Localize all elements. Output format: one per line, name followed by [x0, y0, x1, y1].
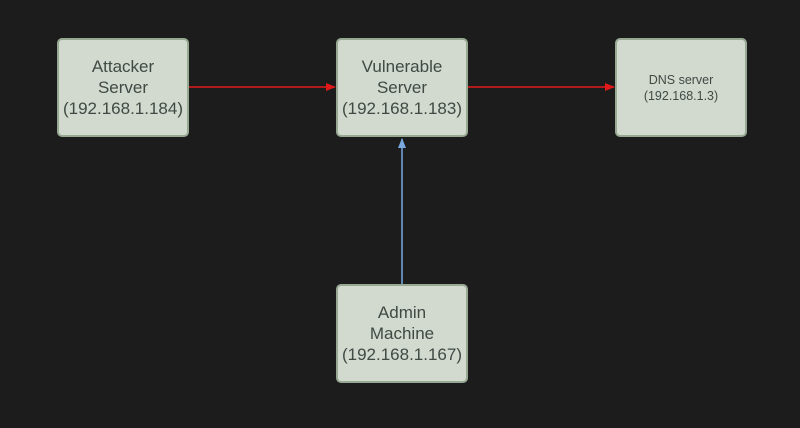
node-label-line1: Attacker [91, 57, 155, 76]
node-label-line1: Admin [377, 303, 427, 322]
node-label-line2: Server [376, 78, 428, 97]
node-label-line1: DNS server [648, 72, 714, 87]
node-label-line2: Server [97, 78, 149, 97]
node-label-line2: Machine [369, 324, 435, 343]
node-label-line1: Vulnerable [361, 57, 443, 76]
node-attacker-server[interactable]: Attacker Server (192.168.1.184) [57, 38, 189, 137]
node-ip: (192.168.1.167) [341, 345, 463, 364]
node-ip: (192.168.1.184) [62, 99, 184, 118]
node-ip: (192.168.1.183) [341, 99, 463, 118]
node-dns-server[interactable]: DNS server (192.168.1.3) [615, 38, 747, 137]
node-vulnerable-server[interactable]: Vulnerable Server (192.168.1.183) [336, 38, 468, 137]
node-admin-machine[interactable]: Admin Machine (192.168.1.167) [336, 284, 468, 383]
node-ip: (192.168.1.3) [643, 88, 719, 103]
